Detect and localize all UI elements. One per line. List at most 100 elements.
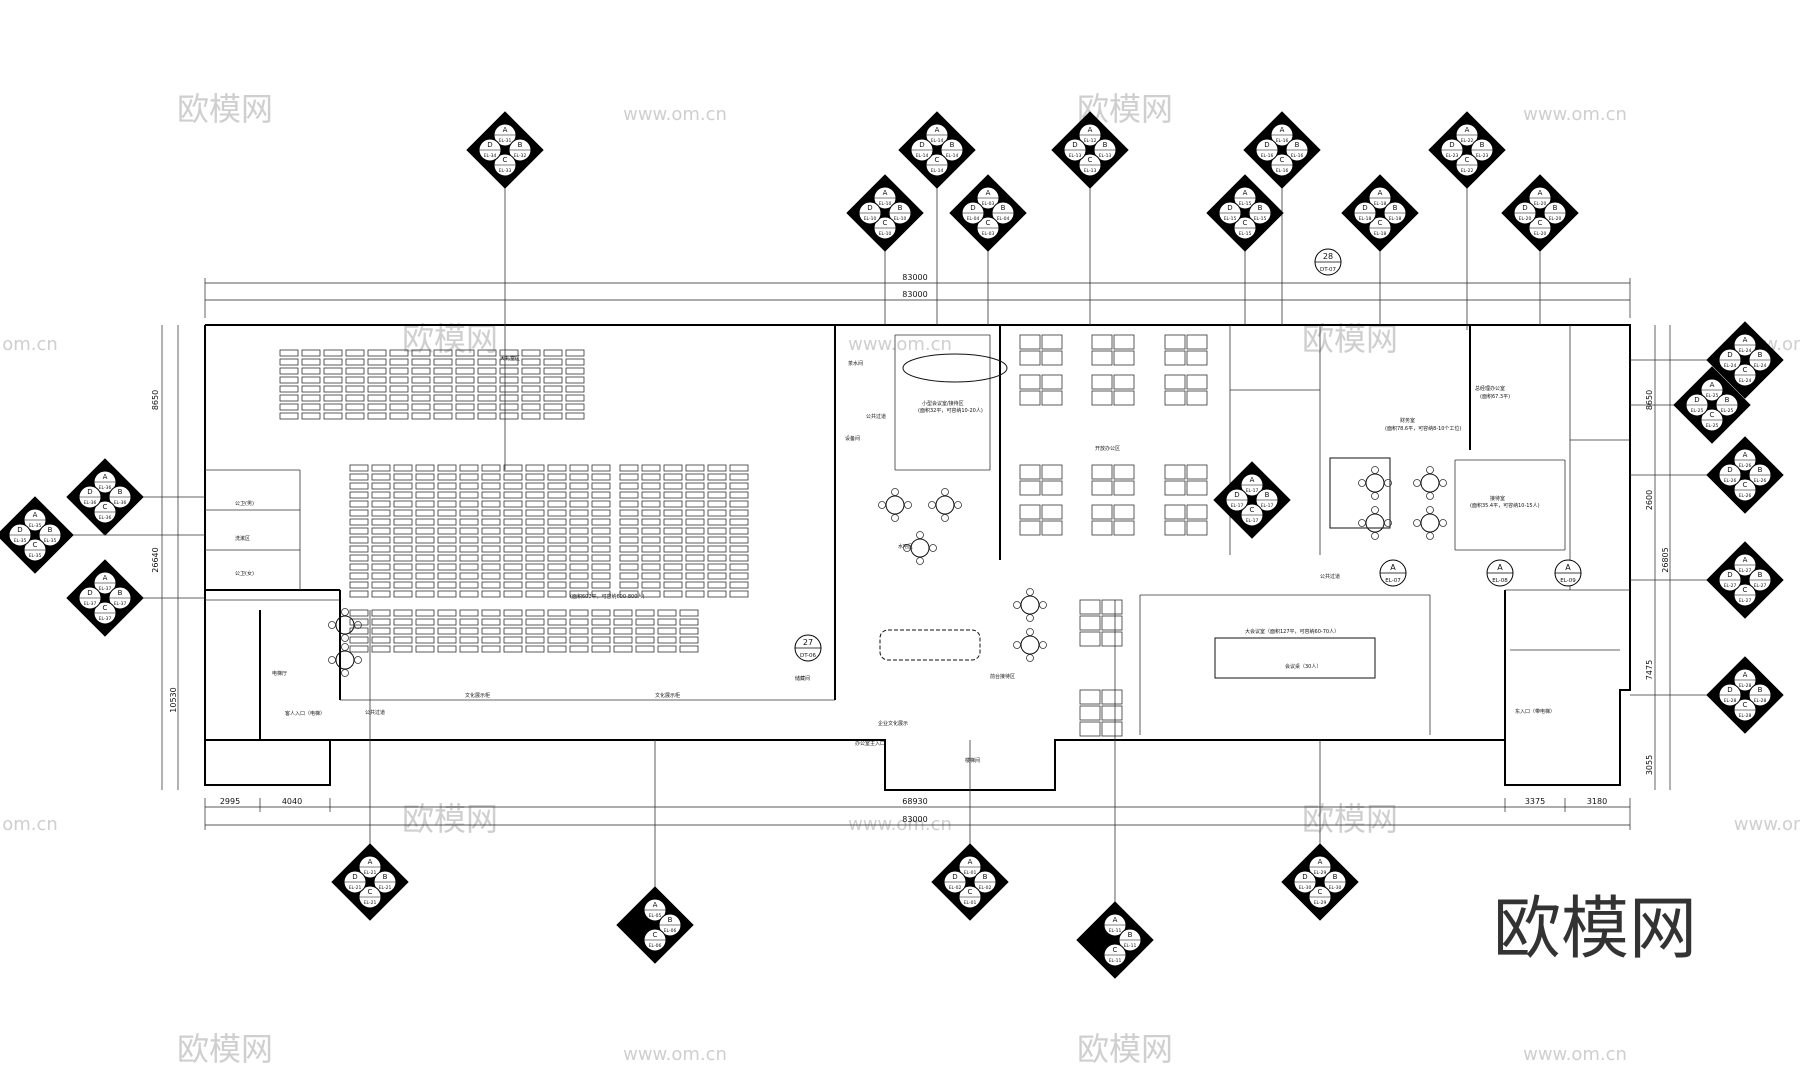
index-code: EL-20 bbox=[1534, 231, 1547, 237]
watermark-brand: 欧模网 bbox=[1077, 1030, 1173, 1068]
index-letter: A bbox=[1465, 126, 1470, 134]
seat bbox=[411, 412, 431, 420]
seat bbox=[415, 572, 435, 580]
index-letter: C bbox=[883, 219, 888, 227]
seat bbox=[635, 618, 655, 626]
seat bbox=[437, 627, 457, 635]
seat bbox=[663, 473, 683, 481]
seat bbox=[565, 403, 585, 411]
watermark-brand: 欧模网 bbox=[402, 800, 498, 838]
index-code: EL-18 bbox=[1374, 201, 1387, 207]
seat bbox=[389, 403, 409, 411]
seat bbox=[279, 412, 299, 420]
seat bbox=[657, 645, 677, 653]
label-reception-note: (面积35.4平，可容纳10-15人) bbox=[1470, 502, 1540, 509]
label-lobby: 楼梯间 bbox=[965, 757, 980, 764]
dim-bottom-left-2: 4040 bbox=[282, 797, 302, 806]
seat bbox=[641, 527, 661, 535]
seat bbox=[565, 412, 585, 420]
seat bbox=[437, 491, 457, 499]
seat bbox=[685, 482, 705, 490]
seat bbox=[415, 645, 435, 653]
workstation-desk bbox=[1186, 334, 1208, 350]
label-stair-hall: 电梯厅 bbox=[272, 670, 287, 677]
seat bbox=[729, 518, 749, 526]
index-letter: A bbox=[1538, 189, 1543, 197]
seat bbox=[547, 473, 567, 481]
label-reception: 接待室 bbox=[1490, 495, 1505, 502]
index-letter: C bbox=[1710, 411, 1715, 419]
chair bbox=[941, 488, 949, 496]
index-code: EL-06 bbox=[649, 943, 662, 949]
index-code: EL-13 bbox=[1069, 153, 1082, 159]
workstation-desk bbox=[1079, 615, 1101, 631]
seat bbox=[547, 645, 567, 653]
seat bbox=[635, 636, 655, 644]
seat bbox=[657, 627, 677, 635]
seat bbox=[455, 358, 475, 366]
seat bbox=[569, 482, 589, 490]
seat bbox=[481, 581, 501, 589]
chair bbox=[891, 514, 899, 522]
chair bbox=[354, 621, 362, 629]
seat bbox=[389, 412, 409, 420]
seat bbox=[619, 554, 639, 562]
label-main-entry: 办公室主入口 bbox=[855, 740, 885, 747]
workstation-desk bbox=[1113, 334, 1135, 350]
index-code: EL-20 bbox=[1549, 216, 1562, 222]
detail-sheet: DT-06 bbox=[800, 653, 817, 659]
seat bbox=[415, 536, 435, 544]
workstation-desk bbox=[1186, 390, 1208, 406]
seat bbox=[663, 527, 683, 535]
dim-right-1: 8650 bbox=[1645, 390, 1654, 410]
workstation-desk bbox=[1041, 350, 1063, 366]
index-code: EL-32 bbox=[514, 153, 527, 159]
seat bbox=[729, 509, 749, 517]
dim-left-1: 8650 bbox=[151, 390, 160, 410]
index-code: EL-28 bbox=[1724, 698, 1737, 704]
index-letter: A bbox=[1743, 451, 1748, 459]
seat bbox=[569, 590, 589, 598]
round-table bbox=[1420, 473, 1440, 493]
seat bbox=[393, 509, 413, 517]
watermark-brand: 欧模网 bbox=[177, 1030, 273, 1068]
index-code: EL-17 bbox=[1246, 488, 1259, 494]
index-letter: A bbox=[33, 511, 38, 519]
watermark-url-partial: om.cn bbox=[2, 334, 58, 355]
right-dimensions: 8650 2600 26805 7475 3055 bbox=[1645, 325, 1671, 790]
seat bbox=[371, 618, 391, 626]
label-equipment: 设备间 bbox=[845, 435, 860, 442]
seat bbox=[663, 536, 683, 544]
seat bbox=[635, 627, 655, 635]
index-code: EL-27 bbox=[1754, 583, 1767, 589]
chair bbox=[1426, 532, 1434, 540]
workstation-desk bbox=[1113, 480, 1135, 496]
seat bbox=[389, 394, 409, 402]
seat bbox=[591, 518, 611, 526]
seat bbox=[619, 527, 639, 535]
chair bbox=[341, 634, 349, 642]
index-letter: A bbox=[1710, 381, 1715, 389]
seat bbox=[521, 367, 541, 375]
index-letter: A bbox=[103, 473, 108, 481]
seat bbox=[679, 645, 699, 653]
seat bbox=[349, 636, 369, 644]
seat bbox=[415, 473, 435, 481]
index-letter: C bbox=[1743, 481, 1748, 489]
seat bbox=[543, 385, 563, 393]
seat bbox=[301, 385, 321, 393]
seat bbox=[459, 464, 479, 472]
workstation-desk bbox=[1113, 374, 1135, 390]
workstation-desk bbox=[1113, 504, 1135, 520]
workstation-desk bbox=[1091, 390, 1113, 406]
seat bbox=[481, 518, 501, 526]
seat bbox=[619, 482, 639, 490]
large-meeting-table bbox=[1214, 637, 1376, 679]
index-code: EL-36 bbox=[99, 485, 112, 491]
seat bbox=[371, 545, 391, 553]
seat bbox=[547, 518, 567, 526]
workstation-desk bbox=[1113, 350, 1135, 366]
